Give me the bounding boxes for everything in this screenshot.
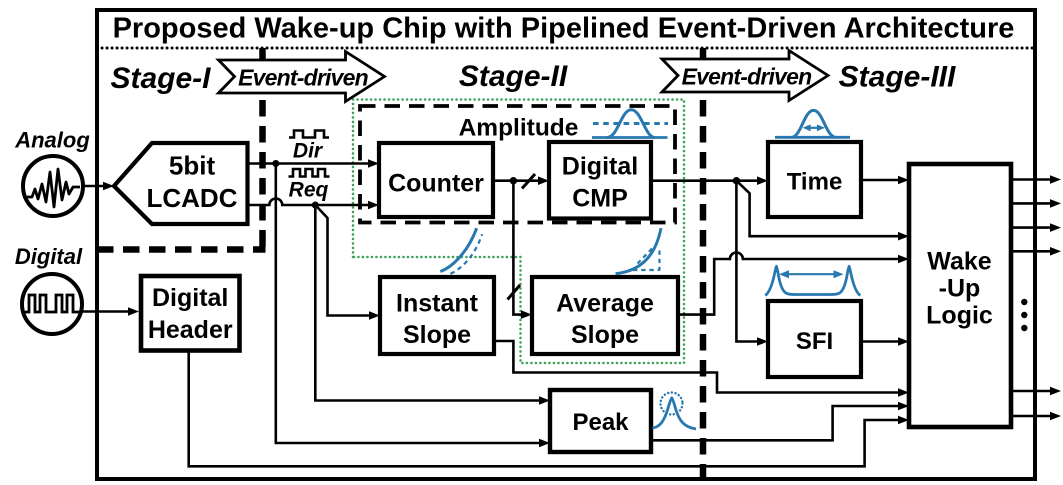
- svg-text:Peak: Peak: [572, 409, 629, 436]
- svg-text:Proposed Wake-up Chip with Pip: Proposed Wake-up Chip with Pipelined Eve…: [113, 13, 1015, 45]
- svg-text:Slope: Slope: [403, 321, 471, 349]
- svg-text:CMP: CMP: [572, 185, 628, 213]
- svg-text:Analog: Analog: [14, 128, 90, 153]
- svg-text:Wake: Wake: [927, 248, 991, 276]
- svg-text:Stage-III: Stage-III: [839, 61, 956, 94]
- svg-text:-Up: -Up: [939, 275, 981, 303]
- svg-text:Digital: Digital: [152, 284, 228, 312]
- svg-text:Dir: Dir: [293, 140, 324, 163]
- svg-text:LCADC: LCADC: [147, 183, 238, 213]
- svg-text:Event-driven: Event-driven: [238, 65, 368, 91]
- svg-text:5bit: 5bit: [169, 151, 216, 181]
- svg-text:Slope: Slope: [571, 321, 639, 349]
- svg-text:Stage-II: Stage-II: [459, 60, 568, 93]
- svg-text:Header: Header: [148, 316, 233, 344]
- svg-text:Req: Req: [289, 179, 329, 202]
- svg-text:Logic: Logic: [926, 302, 993, 330]
- svg-text:Time: Time: [787, 169, 843, 196]
- svg-text:Average: Average: [556, 290, 654, 318]
- svg-text:Digital: Digital: [15, 244, 83, 269]
- svg-text:Event-driven: Event-driven: [682, 64, 812, 90]
- svg-text:Amplitude: Amplitude: [459, 115, 579, 142]
- svg-text:Instant: Instant: [396, 290, 479, 318]
- svg-text:Counter: Counter: [388, 170, 484, 198]
- svg-text:Stage-I: Stage-I: [110, 62, 211, 95]
- svg-text:SFI: SFI: [796, 328, 833, 355]
- svg-text:Digital: Digital: [562, 153, 638, 181]
